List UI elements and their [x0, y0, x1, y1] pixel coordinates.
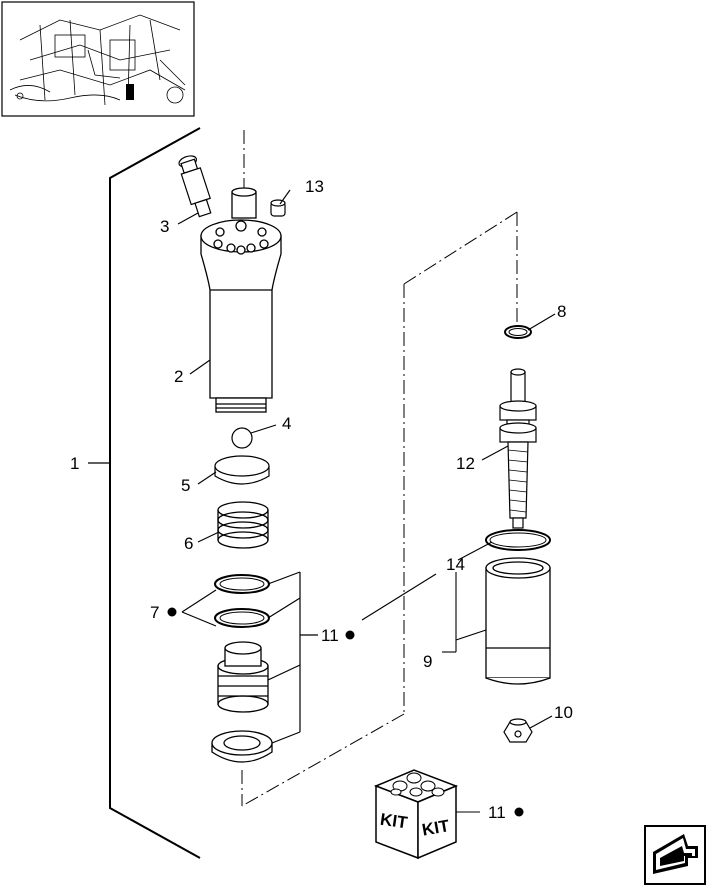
- part-6-spring: [217, 501, 269, 549]
- part-4-ball: [231, 427, 253, 449]
- callout-1: 1: [70, 454, 79, 473]
- item-11-bracket: [267, 571, 318, 744]
- arrow-navigation-icon[interactable]: [644, 825, 706, 885]
- part-10-nut: [503, 718, 533, 743]
- bottom-washer: [211, 730, 273, 763]
- part-2-body: [200, 187, 282, 413]
- location-thumbnail[interactable]: [1, 1, 195, 117]
- piston-part: [217, 641, 269, 713]
- callout-11-lower: 11: [488, 803, 506, 822]
- part-3-fitting: [178, 155, 212, 218]
- part-14-oring: [485, 529, 551, 551]
- callout-12: 12: [456, 454, 475, 473]
- callout-14: 14: [446, 555, 465, 574]
- part-8-oring: [504, 325, 532, 339]
- kit-label-right: KIT: [421, 816, 452, 840]
- callout-6: 6: [184, 534, 193, 553]
- bullet-dot-11-upper: [345, 630, 355, 640]
- callouts: 1 2 3 4 5 6 7 8 9 10 11 11 12 13 14: [70, 177, 573, 822]
- part-9-sleeve: [485, 557, 551, 685]
- bullet-dot-7: [167, 607, 177, 617]
- leader-lines: [177, 189, 556, 813]
- callout-11-upper: 11: [321, 626, 339, 645]
- item-1-bracket: [88, 127, 201, 859]
- callout-4: 4: [282, 414, 291, 433]
- part-5-disc: [214, 455, 270, 485]
- callout-8: 8: [557, 302, 566, 321]
- callout-5: 5: [181, 476, 190, 495]
- callout-7: 7: [150, 603, 159, 622]
- callout-2: 2: [174, 367, 183, 386]
- part-7-orings: [214, 574, 270, 628]
- bullets: [167, 607, 524, 817]
- callout-3: 3: [160, 217, 169, 236]
- kit-label-left: KIT: [379, 810, 409, 833]
- part-12-stem: [499, 368, 537, 529]
- bullet-dot-11-lower: [514, 807, 524, 817]
- callout-9: 9: [423, 652, 432, 671]
- kit-box-icon: KIT KIT: [373, 769, 459, 860]
- callout-10: 10: [554, 703, 573, 722]
- callout-13: 13: [305, 177, 324, 196]
- dashdot-lines: [241, 130, 518, 807]
- part-13-cap: [270, 199, 286, 217]
